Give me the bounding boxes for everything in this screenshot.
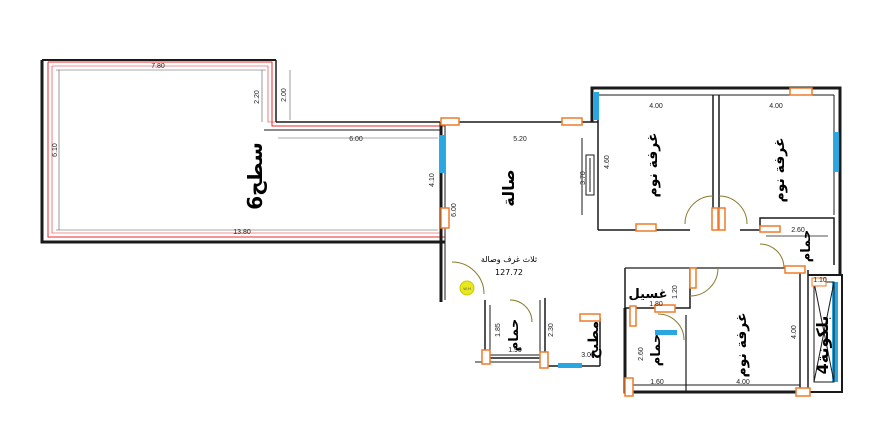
room-labels: سطح6 صالة غرفة نوم غرفة نوم حمام غسيل حم…: [243, 132, 832, 377]
apartment-summary: ثلاث غرف وصالة 127.72: [481, 255, 537, 277]
dim-bedroom-2-w: 4.00: [769, 103, 783, 110]
door-markers: [440, 87, 813, 397]
label-bedroom-1: غرفة نوم: [645, 132, 661, 197]
dim-bath-3-b: 1.90: [508, 347, 522, 354]
roof-area: [40, 59, 446, 244]
closet: [585, 154, 595, 196]
dim-roof-left: 6.10: [52, 143, 59, 157]
dim-laundry-h: 1.20: [672, 285, 679, 299]
dim-living-side-b: 6.00: [451, 203, 458, 217]
dim-roof-step-b: 2.00: [281, 88, 288, 102]
dim-laundry-w: 1.80: [649, 301, 663, 308]
dim-balcony-w: 1.10: [813, 277, 827, 284]
label-roof: سطح6: [243, 142, 267, 210]
window-markers: [440, 92, 839, 382]
dim-bath-2-h: 2.60: [638, 347, 645, 361]
water-heater-symbol: W.H: [459, 280, 475, 296]
water-heater-label: W.H: [463, 286, 471, 291]
label-bedroom-2: غرفة نوم: [772, 137, 788, 202]
dim-bath-2-w: 1.60: [650, 379, 664, 386]
label-kitchen: مطبخ: [586, 321, 602, 359]
summary-title: ثلاث غرف وصالة: [481, 255, 537, 264]
dim-bedroom-1-h: 4.60: [604, 155, 611, 169]
dim-bedroom-3-w: 4.00: [736, 379, 750, 386]
dim-living-top: 5.20: [513, 136, 527, 143]
dim-bath-3-w: 1.85: [495, 323, 502, 337]
dim-roof-step-a: 2.20: [254, 90, 261, 104]
label-balcony: بلكونة4: [813, 316, 832, 375]
summary-area: 127.72: [495, 268, 523, 277]
dim-corridor: 6.00: [349, 136, 363, 143]
label-bedroom-3: غرفة نوم: [734, 312, 750, 377]
label-bath-1: حمام: [799, 230, 814, 263]
label-laundry: غسيل: [628, 287, 667, 302]
dim-bath-1-w: 2.60: [791, 227, 805, 234]
dim-bedroom-1-w: 4.00: [649, 103, 663, 110]
label-living: صالة: [499, 169, 518, 206]
balcony-hatch: [811, 277, 835, 383]
dim-closet-h: 3.70: [580, 171, 587, 185]
dim-roof-bottom: 13.80: [233, 229, 251, 236]
dimension-labels: 7.80 13.80 6.10 2.20 2.00 6.00 5.20 4.10…: [52, 63, 827, 386]
label-bath-3: حمام: [507, 319, 522, 352]
dim-roof-top: 7.80: [151, 63, 165, 70]
apartment-walls: [439, 86, 843, 394]
dim-kitchen-w: 3.00: [581, 352, 595, 359]
dim-kitchen-h: 2.30: [548, 323, 555, 337]
dim-bedroom-3-h: 4.00: [791, 325, 798, 339]
label-bath-2: حمام: [649, 334, 664, 367]
door-swings: [451, 195, 785, 341]
dim-living-side: 4.10: [429, 173, 436, 187]
